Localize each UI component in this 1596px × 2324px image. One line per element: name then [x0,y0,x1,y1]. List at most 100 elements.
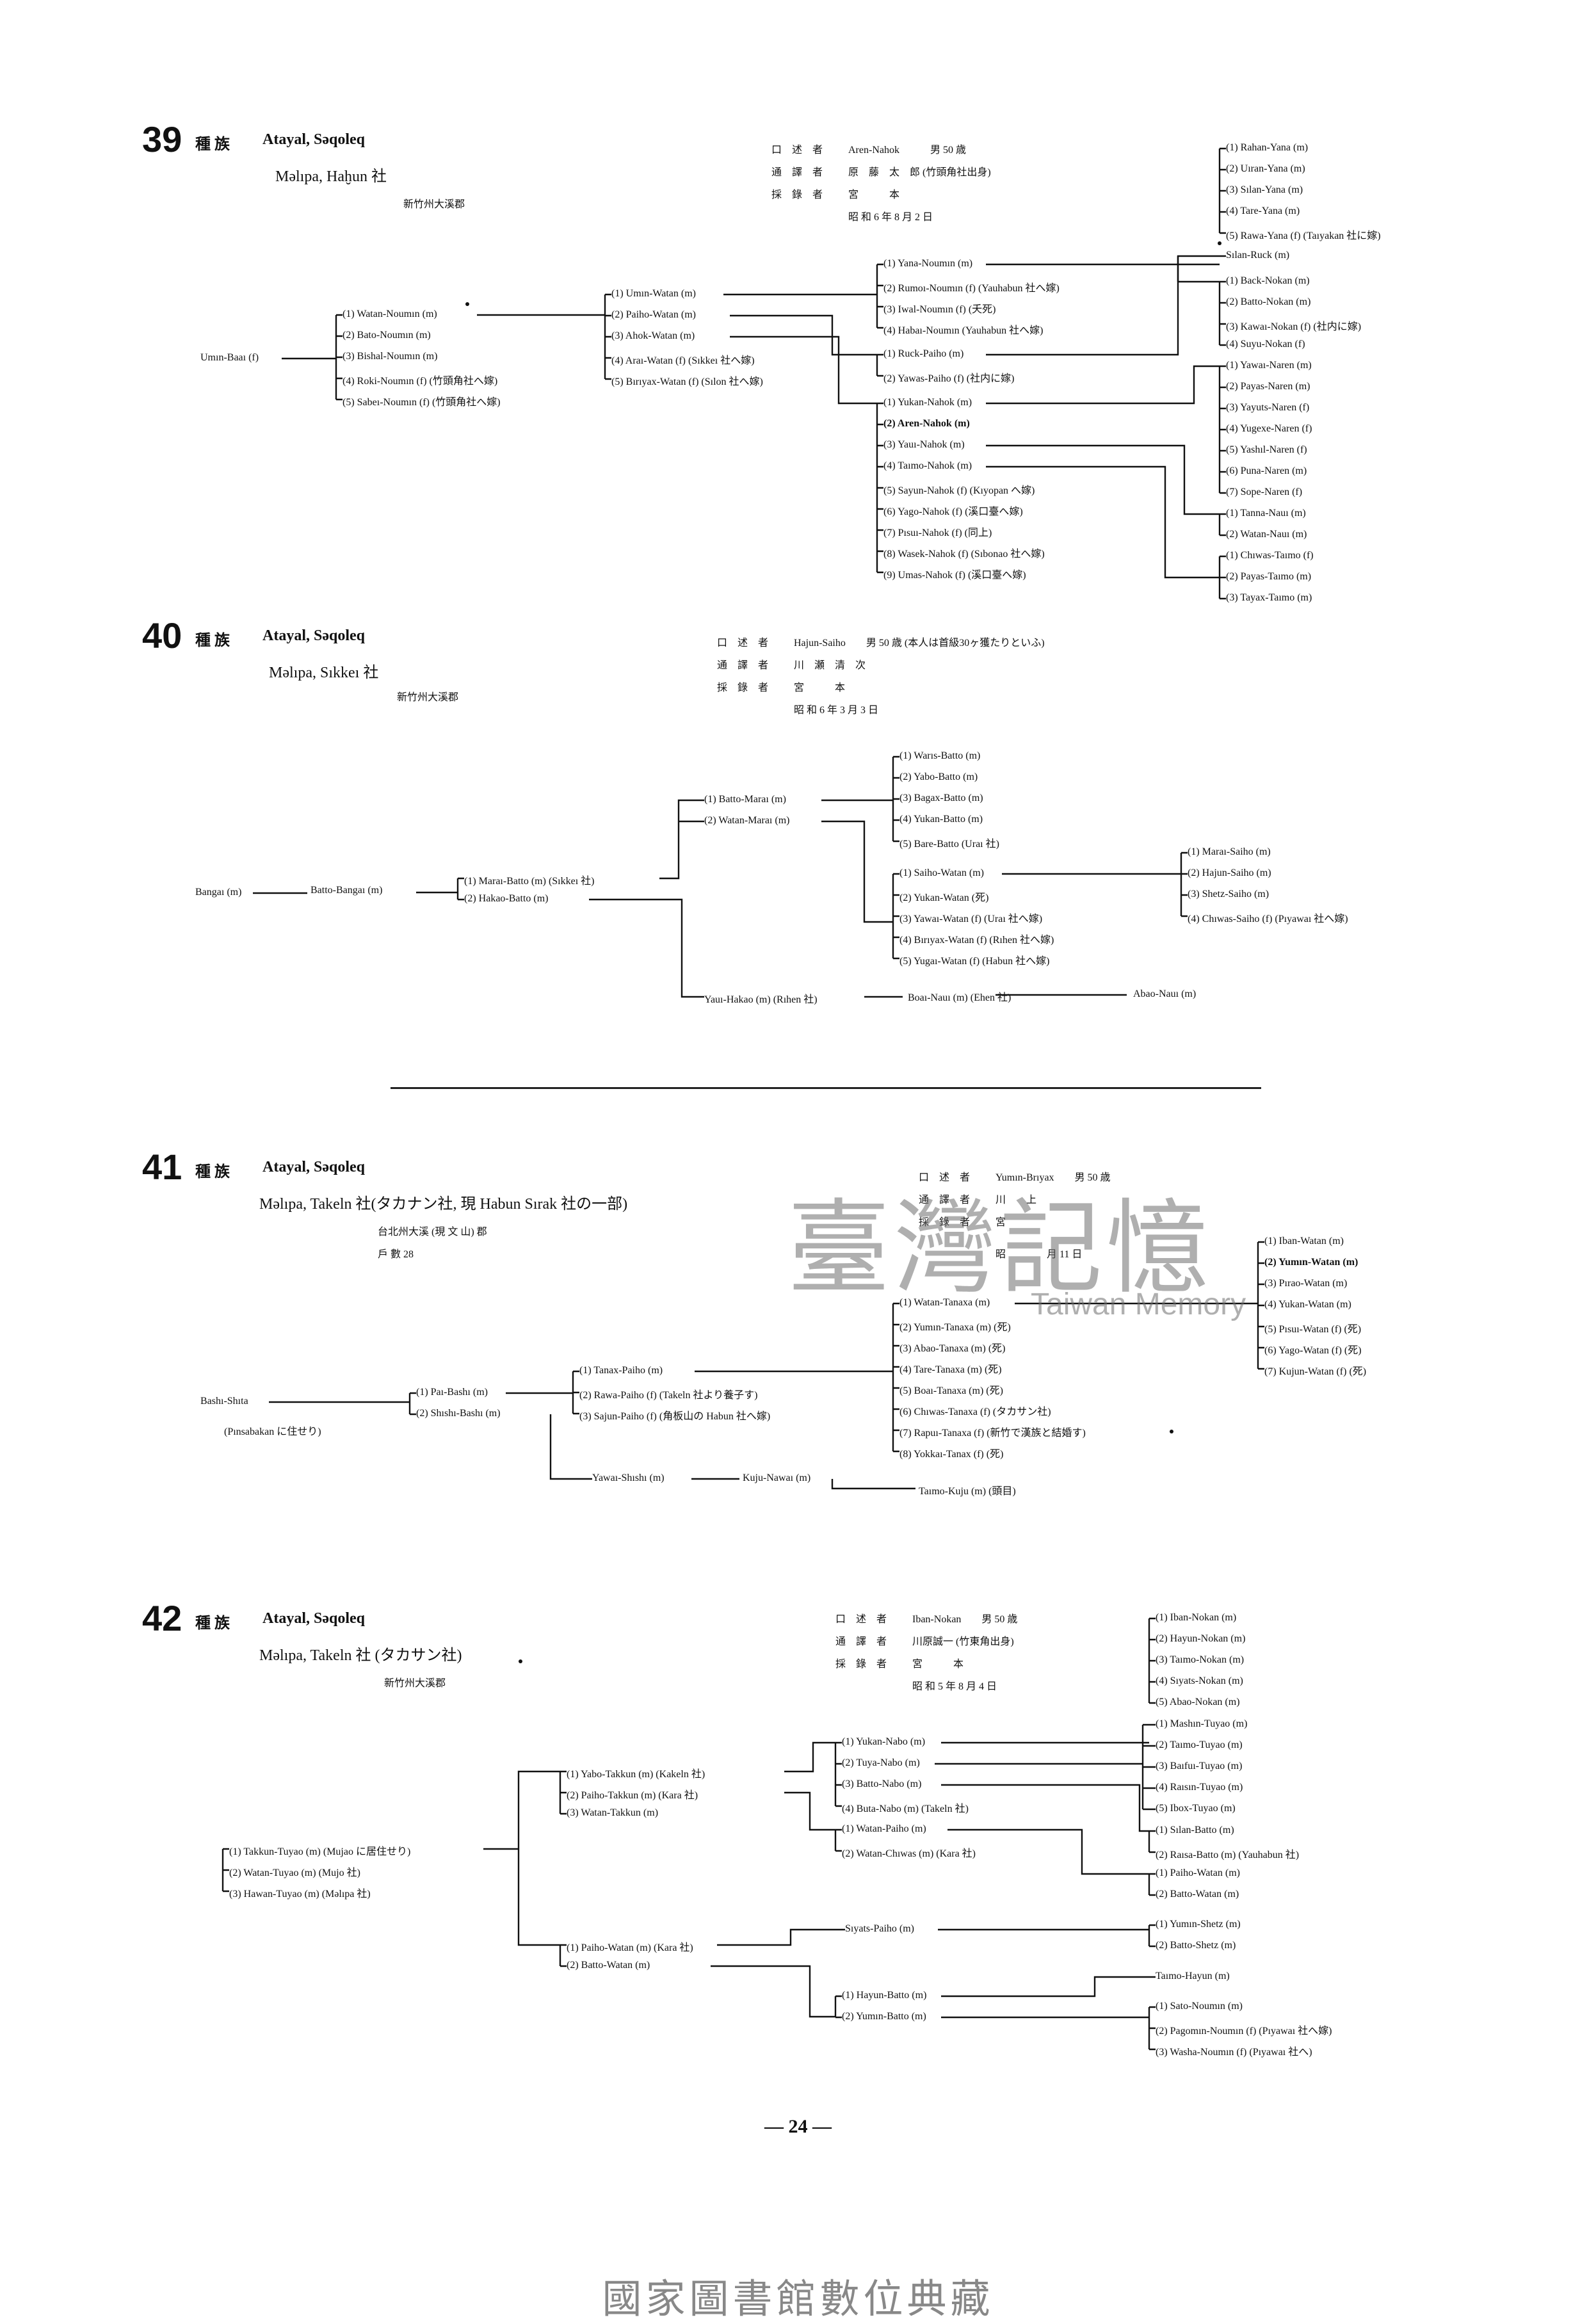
person: (1) Hayun-Batto (m) [842,1990,927,2001]
person: (5) Bare-Batto (Uraı 社) [899,839,999,850]
person: (2) Taımo-Tuyao (m) [1156,1739,1243,1750]
person: (3) Bagax-Batto (m) [899,793,983,803]
person: (3) Hawan-Tuyao (m) (Məlıpa 社) [229,1889,371,1900]
person: (2) Hakao-Batto (m) [464,893,549,904]
person: (3) Abao-Tanaxa (m) (死) [899,1343,1006,1354]
person: (4) Yukan-Watan (m) [1264,1299,1351,1310]
person: (4) Raısın-Tuyao (m) [1156,1782,1243,1793]
meta-date: 昭 和 6 年 3 月 3 日 [794,705,879,716]
person: (2) Yumın-Tanaxa (m) (死) [899,1322,1011,1333]
person: Yawaı-Shıshı (m) [592,1473,665,1483]
tribe-name: Atayal, Səqoleq [262,1610,366,1627]
section-number: 41 [142,1147,182,1187]
meta-translator: 通 譯 者原 藤 太 郎 (竹頭角社出身) [771,167,991,178]
person: (4) Tare-Yana (m) [1226,206,1300,216]
meta-date: 昭 和 6 年 8 月 2 日 [848,212,933,223]
person: (3) Yauı-Nahok (m) [883,439,965,450]
person: (2) Yumın-Batto (m) [842,2011,926,2022]
person: (5) Sabeı-Noumın (f) (竹頭角社へ嫁) [343,397,501,408]
person: (5) Sayun-Nahok (f) (Kıyopan へ嫁) [883,485,1035,496]
library-footer: 國家圖書館數位典藏 [602,2278,994,2321]
watermark-text: Taiwan Memory [1031,1287,1246,1321]
person: (1) Iban-Nokan (m) [1156,1612,1237,1623]
section-number: 40 [142,615,182,656]
person: (4) Habaı-Noumın (Yauhabun 社へ嫁) [883,325,1044,336]
person: (8) Wasek-Nahok (f) (Sıbonao 社へ嫁) [883,549,1045,560]
person: (8) Yokkaı-Tanax (f) (死) [899,1449,1004,1460]
person: (2) Watan-Maraı (m) [704,815,790,826]
person: (5) Yugaı-Watan (f) (Habun 社へ嫁) [899,956,1050,967]
section-number: 39 [142,119,182,159]
person: (3) Sajun-Paiho (f) (角板山の Habun 社へ嫁) [579,1411,771,1422]
tribe-name: Atayal, Səqoleq [262,1159,366,1175]
person: (4) Roki-Noumın (f) (竹頭角社へ嫁) [343,376,498,387]
person: (6) Puna-Naren (m) [1226,465,1307,476]
tribe-label: 種 族 [195,1164,230,1181]
person: (1) Yumın-Shetz (m) [1156,1919,1241,1930]
person: (2) Watan-Chıwas (m) (Kara 社) [842,1848,976,1859]
person: (1) Paı-Bashı (m) [416,1387,488,1398]
person: Umın-Baaı (f) [200,352,259,363]
person: (2) Yukan-Watan (死) [899,892,989,903]
tribe-label: 種 族 [195,136,230,153]
person: (4) Araı-Watan (f) (Sıkkeı 社へ嫁) [611,355,755,366]
district: 新竹州大溪郡 [384,1678,446,1689]
person: (3) Bishal-Noumın (m) [343,351,438,362]
households: 戶 數 28 [378,1249,414,1260]
person: (3) Sılan-Yana (m) [1226,184,1303,195]
person: (2) Uıran-Yana (m) [1226,163,1305,174]
page-number: — 24 — [764,2116,832,2137]
person: (2) Raısa-Batto (m) (Yauhabun 社) [1156,1850,1300,1860]
meta-date: 昭 月 11 日 [995,1249,1083,1260]
person: Sılan-Ruck (m) [1226,250,1290,261]
person: (1) Paiho-Watan (m) [1156,1868,1240,1878]
person: (2) Batto-Nokan (m) [1226,296,1311,307]
person: (5) Pısuı-Watan (f) (死) [1264,1324,1362,1335]
person: (1) Batto-Maraı (m) [704,794,786,805]
person: Boaı-Nauı (m) (Ehen 社) [908,992,1012,1003]
person: (1) Mashın-Tuyao (m) [1156,1718,1248,1729]
person: (4) Yukan-Batto (m) [899,814,983,825]
person: (1) Yawaı-Naren (m) [1226,360,1312,371]
person: (2) Tuya-Nabo (m) [842,1757,920,1768]
person: (3) Iwal-Noumın (f) (夭死) [883,304,996,315]
person: (1) Saiho-Watan (m) [899,867,984,878]
person: (3) Washa-Noumın (f) (Pıyawaı 社へ) [1156,2047,1312,2058]
person: (2) Yumın-Watan (m) [1264,1257,1358,1268]
person: (2) Rumoı-Noumın (f) (Yauhabun 社へ嫁) [883,283,1060,294]
person: (2) Paiho-Watan (m) [611,309,696,320]
person: (Pınsabakan に住せり) [224,1426,321,1437]
person: (2) Hajun-Saiho (m) [1188,867,1271,878]
person: (2) Bato-Noumın (m) [343,330,431,341]
person: (5) Ibox-Tuyao (m) [1156,1803,1236,1814]
person: (1) Warıs-Batto (m) [899,750,981,761]
person: (5) Boaı-Tanaxa (m) (死) [899,1385,1003,1396]
person: (7) Rapuı-Tanaxa (f) (新竹で漢族と結婚す) [899,1428,1086,1439]
person: (3) Taımo-Nokan (m) [1156,1654,1245,1665]
tribe-name: Atayal, Səqoleq [262,627,366,644]
person: (1) Rahan-Yana (m) [1226,142,1309,153]
person: (1) Tanna-Nauı (m) [1226,508,1306,519]
person: (1) Iban-Watan (m) [1264,1236,1344,1247]
person: (4) Bırıyax-Watan (f) (Rıhen 社へ嫁) [899,935,1054,946]
meta-recorder: 採 錄 者宮 本 [717,682,846,693]
person: (5) Bırıyax-Watan (f) (Sılon 社へ嫁) [611,376,763,387]
person: (3) Yawaı-Watan (f) (Uraı 社へ嫁) [899,914,1043,924]
meta-translator: 通 譯 者川 瀬 清 次 [717,660,866,671]
person: (3) Ahok-Watan (m) [611,330,695,341]
person: (2) Batto-Watan (m) [567,1960,650,1971]
meta-recorder: 採 錄 者宮 [919,1217,1006,1228]
section-divider [391,1087,1261,1089]
place-name: Məlıpa, Takeln 社(タカナン社, 現 Habun Sırak 社の… [259,1196,628,1213]
person: (1) Maraı-Saiho (m) [1188,846,1271,857]
person: (1) Yana-Noumın (m) [883,258,973,269]
person: Yauı-Hakao (m) (Rıhen 社) [704,994,818,1005]
section-number: 42 [142,1598,182,1638]
person: (1) Yabo-Takkun (m) (Kakeln 社) [567,1769,705,1780]
person: (2) Rawa-Paiho (f) (Takeln 社より養子す) [579,1390,758,1401]
person: (6) Yago-Nahok (f) (溪口臺へ嫁) [883,506,1023,517]
person: (3) Watan-Takkun (m) [567,1807,659,1818]
